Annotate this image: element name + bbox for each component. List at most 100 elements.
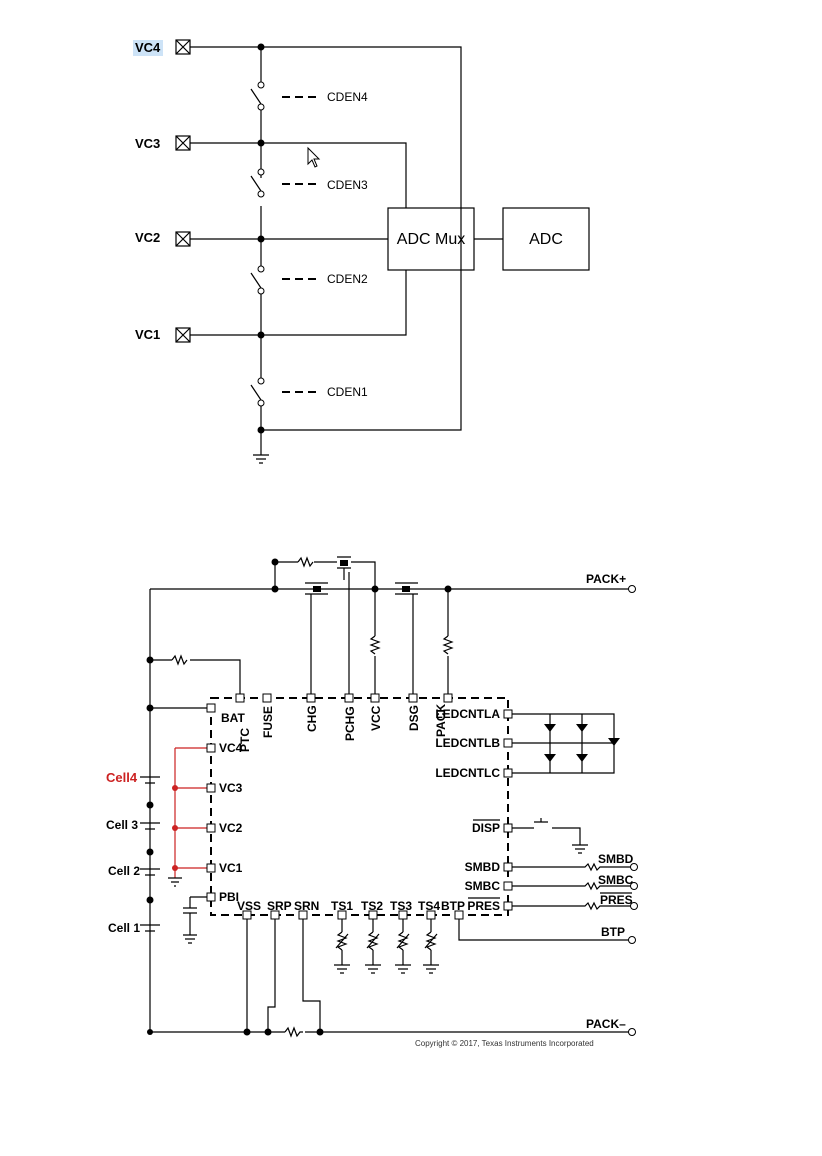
ic-outline [210,697,509,916]
vc4-highlight [133,40,163,56]
ptc-thermistor-icon [171,654,188,666]
switch-label-cden3: CDEN3 [327,178,368,192]
pin-smbd: SMBD [465,860,501,874]
switch-cden3 [250,168,320,198]
pin-pres: PRES [467,899,500,913]
pin-ts1: TS1 [331,899,353,913]
ground-icon [253,454,269,464]
dsg-fet-icon [395,582,418,595]
vc-sense-dots [172,785,178,871]
pin-srn: SRN [294,899,319,913]
pin-vss: VSS [237,899,261,913]
pack-plus-label: PACK+ [586,572,626,586]
pin-vc4: VC4 [219,741,243,755]
pin-pbi: PBI [219,890,239,904]
pin-box-vc3 [175,135,191,151]
cell-symbols [140,776,160,932]
pchg-resistor-icon [297,556,314,568]
smbd-wire [508,862,632,872]
smbd-terminal [630,863,638,871]
pin-ts4: TS4 [418,899,440,913]
bottom-junctions [147,1028,324,1036]
pin-ledcntlb: LEDCNTLB [435,736,500,750]
cell1-label: Cell 1 [108,921,140,935]
thermistor-icons [334,915,439,974]
pin-chg: CHG [305,705,319,732]
pack-resistor-icon [442,635,454,655]
switch-label-cden4: CDEN4 [327,90,368,104]
pin-ledcntla: LEDCNTLA [435,707,500,721]
pin-disp: DISP [472,821,500,835]
pbi-capacitor-icon [183,896,211,944]
sense-resistor-icon [284,1026,303,1038]
switch-label-cden1: CDEN1 [327,385,368,399]
switch-cden2 [250,265,320,295]
pin-label-vc2: VC2 [135,230,160,245]
smbd-terminal-label: SMBD [598,852,634,866]
pin-box-vc4 [175,39,191,55]
pres-wire [508,901,632,911]
adc-label: ADC [529,231,563,248]
vc4-wire [190,46,462,431]
bottom-diagram: PACK+ Cell4 Cell 3 Cell 2 Cell 1 [106,556,638,1048]
pin-btp: BTP [441,899,465,913]
pin-ptc: PTC [238,728,252,752]
pin-fuse: FUSE [261,706,275,738]
switch-label-cden2: CDEN2 [327,272,368,286]
pin-vcc: VCC [369,705,383,731]
mouse-cursor-icon [307,146,321,168]
pin-label-vc4: VC4 [135,40,161,55]
vc-sense-wires [174,747,211,878]
pin-box-vc1 [175,327,191,343]
pin-smbc: SMBC [465,879,501,893]
left-junctions [146,558,452,904]
led-matrix-wires [508,713,615,774]
pin-dsg: DSG [407,705,421,731]
cell2-label: Cell 2 [108,864,140,878]
btp-terminal [628,936,636,944]
pack-minus-label: PACK– [586,1017,626,1031]
disp-switch-icon [508,818,588,854]
pin-srp: SRP [267,899,292,913]
btp-wire [458,915,632,941]
top-diagram: VC4 VC3 VC2 VC1 CDEN4 CDEN3 CDEN2 CDEN1 [133,39,590,464]
ic-pin-boxes [206,693,513,920]
pack-plus-terminal [628,585,636,593]
pin-label-vc1: VC1 [135,327,160,342]
ptc-wire [150,659,241,698]
pin-pchg: PCHG [343,706,357,741]
pack-minus-terminal [628,1028,636,1036]
smbc-wire [508,881,632,891]
cell3-label: Cell 3 [106,818,138,832]
btp-terminal-label: BTP [601,925,625,939]
adc-block [502,207,590,271]
srp-wire [267,915,276,1032]
pchg-resistor-path [274,561,376,589]
pin-pack: PACK [434,704,448,737]
switch-cden4 [250,81,320,111]
switch-cden1 [250,377,320,407]
copyright-text: Copyright © 2017, Texas Instruments Inco… [415,1039,594,1048]
vc3-wire [190,142,407,208]
chg-fet-icon [305,582,328,595]
adc-mux-label: ADC Mux [397,231,465,248]
pin-vc1: VC1 [219,861,243,875]
pres-terminal [630,902,638,910]
pin-ledcntlc: LEDCNTLC [435,766,500,780]
junction-dots [257,43,265,434]
led-icons [544,724,620,762]
pchg-fet-icon [337,556,351,580]
cell4-label: Cell4 [106,770,138,785]
pin-ts2: TS2 [361,899,383,913]
pin-ts3: TS3 [390,899,412,913]
vcc-resistor-icon [369,635,381,655]
vc-ground-icon [168,877,182,887]
pin-vc3: VC3 [219,781,243,795]
srn-wire [302,915,321,1032]
pres-terminal-label: PRES [600,893,633,907]
pin-vc2: VC2 [219,821,243,835]
pin-box-vc2 [175,231,191,247]
pin-bat: BAT [221,711,245,725]
smbc-terminal-label: SMBC [598,873,634,887]
